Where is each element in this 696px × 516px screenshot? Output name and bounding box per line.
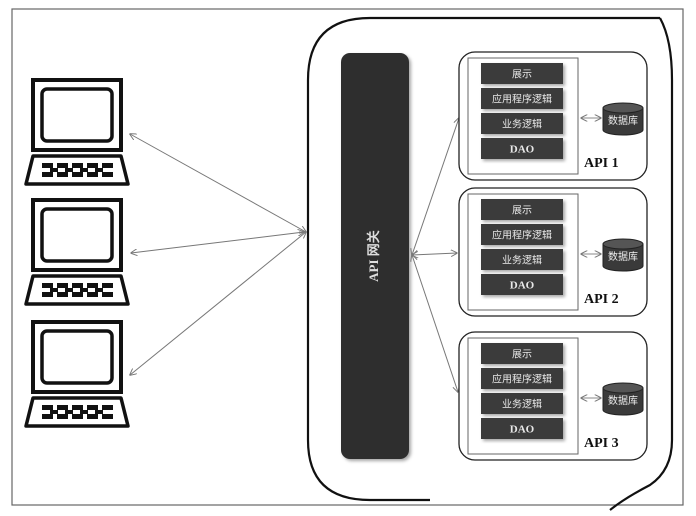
layer-box	[481, 393, 563, 414]
api-label: API 1	[584, 156, 619, 171]
database-icon: 数据库	[602, 102, 644, 136]
layer-box	[481, 63, 563, 84]
layer-label: DAO	[510, 144, 535, 156]
layer-label: 展示	[512, 205, 532, 217]
layer-label: 应用程序逻辑	[492, 373, 552, 386]
layer-label: DAO	[510, 280, 535, 292]
layer-label: 业务逻辑	[502, 118, 542, 131]
database-label: 数据库	[608, 250, 638, 263]
server-container-torn-edge	[609, 17, 674, 511]
client-1-arrow	[130, 134, 306, 232]
layer-box	[481, 88, 563, 109]
layer-box	[481, 199, 563, 220]
gateway-to-api3-arrow	[412, 255, 458, 392]
api-label: API 3	[584, 436, 619, 451]
layer-box	[481, 343, 563, 364]
database-label: 数据库	[608, 394, 638, 407]
layer-label: 应用程序逻辑	[492, 93, 552, 106]
gateway-to-api1-arrow	[412, 118, 459, 255]
computer-icon	[24, 198, 130, 306]
layer-label: 展示	[512, 69, 532, 81]
server-container	[306, 16, 660, 502]
layer-label: 业务逻辑	[502, 254, 542, 267]
database-icon: 数据库	[602, 382, 644, 416]
database-icon: 数据库	[602, 238, 644, 272]
client-2-arrow	[131, 232, 304, 253]
layer-box	[481, 418, 563, 439]
api-gateway	[341, 53, 409, 459]
layer-label: 展示	[512, 349, 532, 361]
client-3-arrow	[130, 232, 306, 375]
layer-label: 应用程序逻辑	[492, 229, 552, 242]
gateway-to-api2-arrow	[412, 253, 457, 255]
layer-label: DAO	[510, 424, 535, 436]
layer-box	[481, 249, 563, 270]
computer-icon	[24, 78, 130, 186]
layer-box	[481, 224, 563, 245]
layer-box	[481, 368, 563, 389]
database-label: 数据库	[608, 114, 638, 127]
layer-box	[481, 138, 563, 159]
outer-frame	[11, 8, 684, 506]
layer-label: 业务逻辑	[502, 398, 542, 411]
layer-box	[481, 113, 563, 134]
layer-box	[481, 274, 563, 295]
api-gateway-label: API 网关	[366, 230, 381, 282]
api-label: API 2	[584, 292, 619, 307]
computer-icon	[24, 320, 130, 428]
